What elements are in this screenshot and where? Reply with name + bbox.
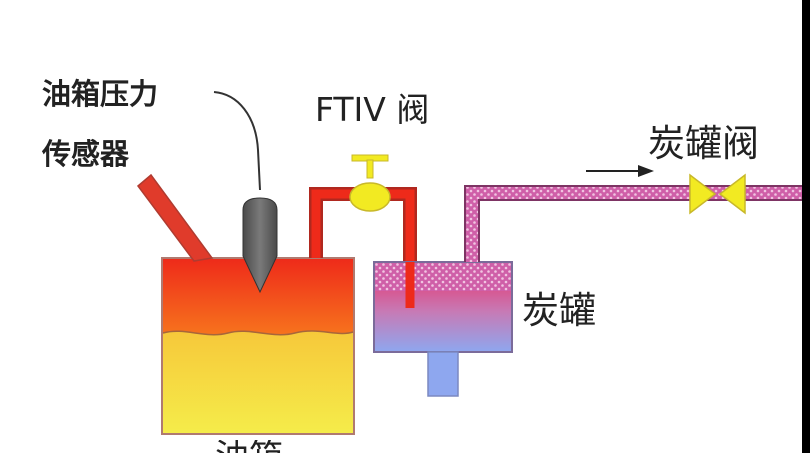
charcoal-canister bbox=[373, 261, 513, 397]
canister-purge-valve bbox=[689, 173, 746, 215]
screen-edge bbox=[802, 0, 810, 453]
canister-carbon-layer bbox=[375, 263, 511, 291]
filler-neck bbox=[136, 173, 214, 262]
pressure-sensor-label-line2: 传感器 bbox=[42, 137, 130, 171]
fuel-tank-label: 油箱 bbox=[215, 440, 283, 453]
fuel-level bbox=[163, 331, 353, 433]
fuel-surface-line bbox=[162, 330, 354, 336]
ftiv-valve-label: FTIV 阀 bbox=[315, 90, 430, 129]
canister-valve-label: 炭罐阀 bbox=[648, 122, 759, 165]
ftiv-valve bbox=[349, 154, 391, 212]
pressure-sensor-label-line1: 油箱压力 bbox=[42, 77, 159, 111]
canister-vent-pipe bbox=[427, 351, 459, 397]
canister-label: 炭罐 bbox=[522, 289, 596, 332]
pressure-sensor bbox=[242, 197, 278, 294]
flow-arrow bbox=[586, 165, 654, 177]
purge-line bbox=[464, 185, 802, 262]
sensor-leader-line bbox=[213, 91, 261, 191]
